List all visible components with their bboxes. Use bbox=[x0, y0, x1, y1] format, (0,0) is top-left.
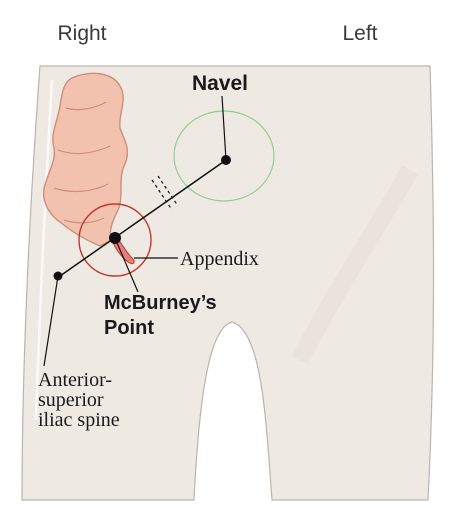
asis-label-line3: iliac spine bbox=[38, 409, 120, 431]
mcburney-leader bbox=[114, 237, 139, 293]
mcburney-region-circle bbox=[78, 203, 152, 277]
navel-region-circle bbox=[173, 110, 275, 202]
spino-umbilical-line bbox=[59, 159, 227, 277]
asis-label-line1: Anterior- bbox=[38, 369, 112, 391]
division-tick-2 bbox=[157, 175, 179, 207]
navel-label: Navel bbox=[192, 72, 248, 95]
torso-silhouette bbox=[21, 65, 435, 501]
mcburney-label-line2: Point bbox=[104, 317, 154, 339]
right-side-label: Right bbox=[57, 22, 106, 45]
asis-label-line2: superior bbox=[38, 389, 104, 411]
navel-leader bbox=[221, 95, 227, 161]
mcburney-label-line1: McBurney’s bbox=[104, 292, 217, 314]
left-side-label: Left bbox=[342, 22, 377, 45]
torso-highlight bbox=[34, 79, 54, 421]
division-tick-1 bbox=[151, 179, 173, 211]
appendix-label: Appendix bbox=[180, 248, 259, 270]
colon-haustra bbox=[53, 101, 111, 224]
torso-shadow bbox=[291, 165, 418, 365]
asis-leader bbox=[43, 275, 59, 367]
